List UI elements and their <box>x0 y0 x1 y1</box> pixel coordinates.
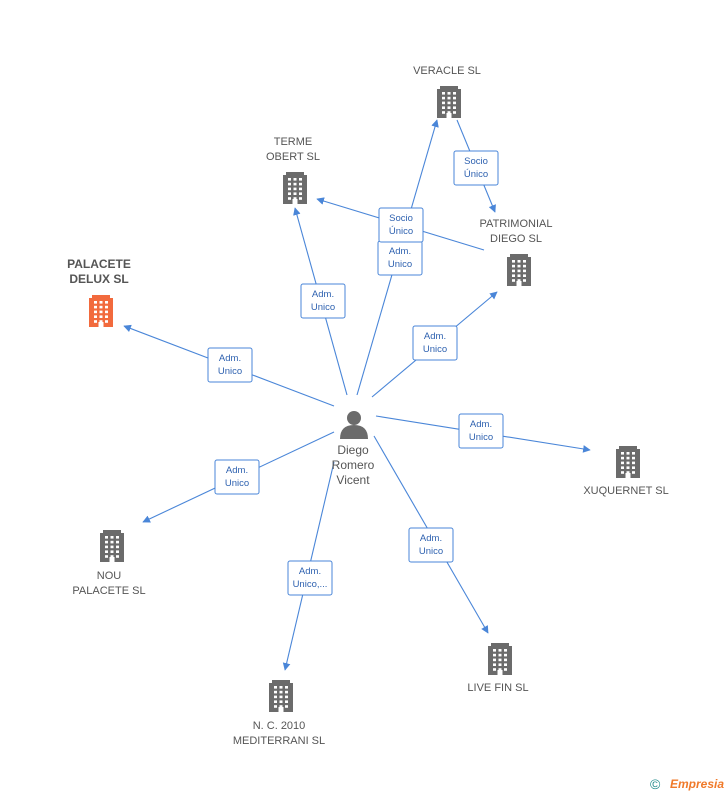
company-name: DELUX SL <box>69 272 128 286</box>
edge-label-text: Adm. <box>219 353 241 364</box>
edge-label-text: Adm. <box>424 331 446 342</box>
empresia-logo[interactable]: Empresia <box>670 777 724 791</box>
company-node-patrimonial[interactable]: PATRIMONIAL DIEGO SL <box>480 218 553 286</box>
edge-label-text: Adm. <box>420 533 442 544</box>
edge-label-box <box>300 283 346 319</box>
building-icon-highlighted <box>89 295 113 327</box>
edge-label-livefin[interactable]: Adm. Unico <box>408 527 454 563</box>
company-node-veracle[interactable]: VERACLE SL <box>413 65 481 118</box>
edge-label-text: Unico <box>311 302 335 313</box>
company-name: PALACETE <box>67 257 131 271</box>
edge-label-text: Adm. <box>299 566 321 577</box>
edge-label-text: Único <box>464 169 488 180</box>
edge-labels-layer: Adm.UnicoAdm.UnicoAdm.UnicoAdm.UnicoAdm.… <box>207 150 504 596</box>
company-node-terme[interactable]: TERME OBERT SL <box>266 136 320 204</box>
building-icon <box>269 680 293 712</box>
edge-label-box <box>412 325 458 361</box>
edge-label-nou[interactable]: Adm. Unico <box>214 459 260 495</box>
company-name: VERACLE SL <box>413 65 481 77</box>
nodes-layer: VERACLE SL TERME OBERT SL PATRIMONIAL DIEGO … <box>67 65 669 747</box>
person-name: Romero <box>332 458 375 472</box>
edge-label-text: Unico <box>388 259 412 270</box>
edge-label-text: Unico <box>419 546 443 557</box>
edge-label-xuquernet[interactable]: Adm. Unico <box>458 413 504 449</box>
edge-label-text: Unico <box>469 432 493 443</box>
footer: © Empresia <box>650 776 724 792</box>
edge-label-text: Adm. <box>389 246 411 257</box>
edge-label-box <box>378 207 424 243</box>
edge-label-text: Unico,... <box>293 579 328 590</box>
edge-label-text: Adm. <box>312 289 334 300</box>
building-icon <box>616 446 640 478</box>
edge-label-text: Unico <box>225 478 249 489</box>
edge-label-box <box>207 347 253 383</box>
edge-label-patrimonial[interactable]: Adm. Unico <box>412 325 458 361</box>
edge-label-box <box>408 527 454 563</box>
company-name: N. C. 2010 <box>253 720 306 732</box>
edge-label-text: Unico <box>423 344 447 355</box>
edge-label-text: Único <box>389 226 413 237</box>
company-name: PATRIMONIAL <box>480 218 553 230</box>
edge-label-text: Unico <box>218 366 242 377</box>
person-name: Vicent <box>336 473 370 487</box>
person-icon <box>340 411 368 439</box>
building-icon <box>100 530 124 562</box>
building-icon <box>488 643 512 675</box>
company-name: MEDITERRANI SL <box>233 735 325 747</box>
edge-label-veracle[interactable]: Adm. Unico <box>377 240 423 276</box>
company-name: LIVE FIN SL <box>467 682 528 694</box>
edge-label-text: Adm. <box>470 419 492 430</box>
edge-label-box <box>214 459 260 495</box>
edge-label-palacete[interactable]: Adm. Unico <box>207 347 253 383</box>
person-name: Diego <box>337 443 369 457</box>
company-name: OBERT SL <box>266 151 320 163</box>
edge-label-box <box>287 560 333 596</box>
company-node-livefin[interactable]: LIVE FIN SL <box>467 643 529 694</box>
building-icon <box>283 172 307 204</box>
building-icon <box>507 254 531 286</box>
edge-label-text: Socio <box>389 213 413 224</box>
company-name: PALACETE SL <box>72 585 145 597</box>
edge-label-text: Adm. <box>226 465 248 476</box>
company-name: DIEGO SL <box>490 233 542 245</box>
edge-label-box <box>458 413 504 449</box>
copyright-symbol: © <box>650 776 661 792</box>
company-node-nou[interactable]: NOU PALACETE SL <box>72 530 146 597</box>
building-icon <box>437 86 461 118</box>
edge-label-nc2010[interactable]: Adm. Unico,... <box>287 560 333 596</box>
company-name: NOU <box>97 570 122 582</box>
edges-layer <box>123 119 591 671</box>
edge-label-text: Socio <box>464 156 488 167</box>
edge-label-box <box>453 150 499 186</box>
company-node-xuquernet[interactable]: XUQUERNET SL <box>583 446 669 497</box>
edge-label-terme[interactable]: Adm. Unico <box>300 283 346 319</box>
company-name: XUQUERNET SL <box>583 485 668 497</box>
company-name: TERME <box>274 136 313 148</box>
